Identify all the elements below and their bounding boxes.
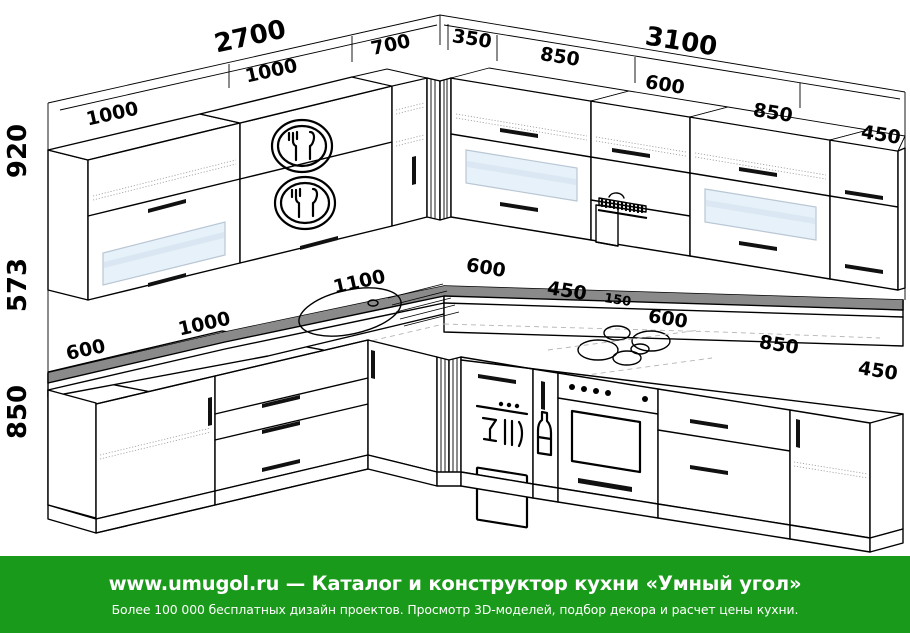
dim-920: 920 xyxy=(3,123,33,179)
worktop xyxy=(47,285,904,415)
banner-subline: Более 100 000 бесплатных дизайн проектов… xyxy=(111,602,799,617)
dim-573: 573 xyxy=(3,257,33,313)
hob-burners xyxy=(547,325,713,379)
dish-rack-icon-lower xyxy=(273,175,337,231)
banner-headline[interactable]: www.umugol.ru — Каталог и конструктор ку… xyxy=(108,572,802,595)
dim-150: 150 xyxy=(602,290,633,311)
dish-rack-icon-upper xyxy=(270,118,334,174)
corner-post-upper xyxy=(426,77,452,221)
construction-guides xyxy=(47,14,906,372)
base-cabinets-left-run xyxy=(47,339,369,534)
bottle-icon xyxy=(536,410,553,457)
dim-850-left: 850 xyxy=(3,384,33,440)
kitchen-isometric-drawing: .ln{fill:none;stroke:#000;stroke-width:1… xyxy=(47,14,906,553)
round-sink xyxy=(298,283,460,337)
upper-cabinets-right-run xyxy=(450,67,906,291)
dishwasher-icon xyxy=(475,401,529,529)
base-cabinets-right-run xyxy=(460,356,904,553)
site-banner[interactable]: www.umugol.ru — Каталог и конструктор ку… xyxy=(0,556,910,633)
base-corner-unit xyxy=(367,339,462,487)
upper-cabinets-left-run xyxy=(47,68,428,301)
range-hood xyxy=(595,192,648,247)
